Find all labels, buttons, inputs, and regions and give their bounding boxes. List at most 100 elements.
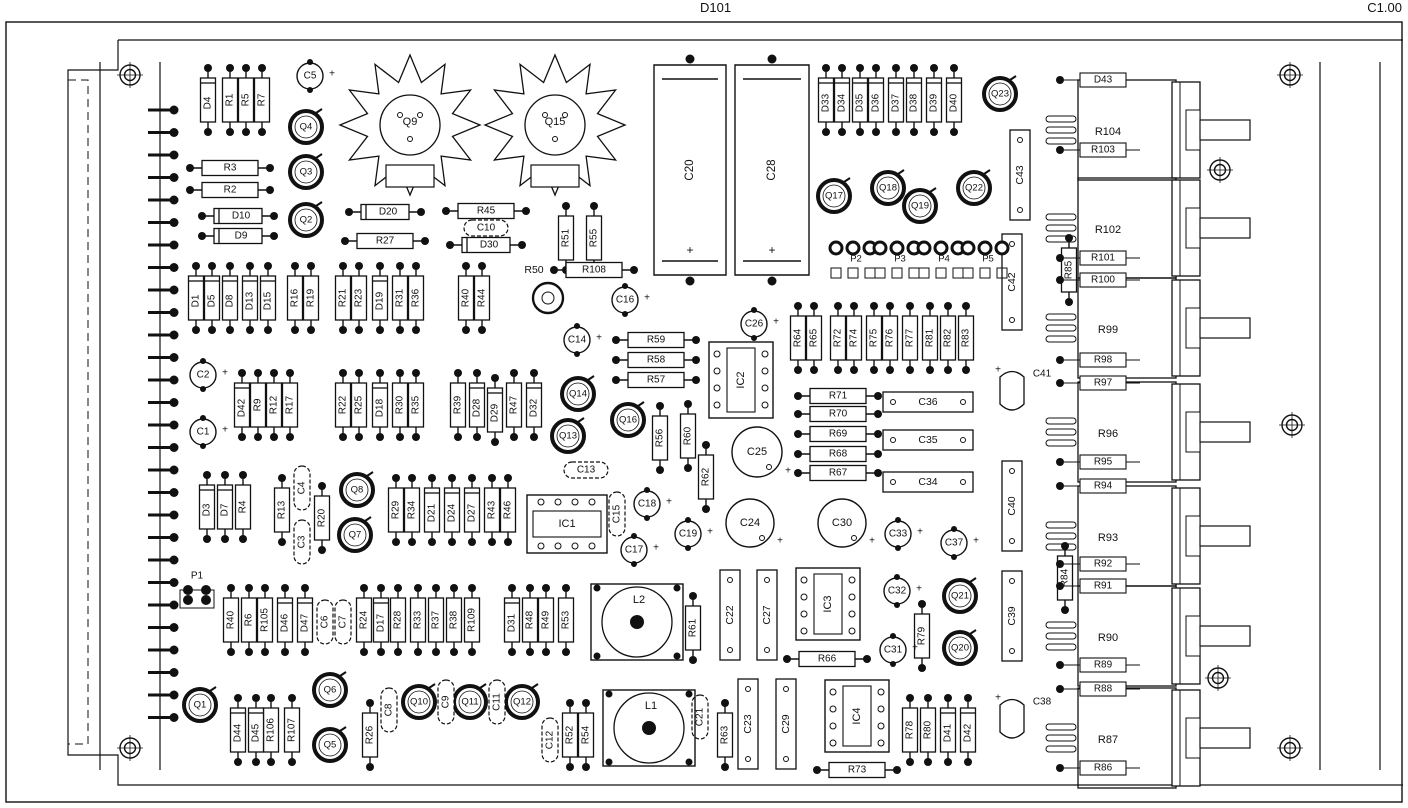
component-label: R7 xyxy=(257,93,268,106)
transistor: Q18 xyxy=(870,169,906,206)
component-label: D28 xyxy=(472,398,483,417)
connector-finger xyxy=(169,623,179,632)
component-label: C43 xyxy=(1014,165,1026,184)
component-label: Q3 xyxy=(300,167,313,178)
solder-pad xyxy=(238,433,246,441)
solder-pad xyxy=(526,648,534,656)
component-label: R65 xyxy=(809,328,820,347)
resistor: R53 xyxy=(557,584,575,656)
component-label: C12 xyxy=(545,730,556,749)
solder-pad xyxy=(355,262,363,270)
solder-pad xyxy=(1061,606,1069,614)
solder-pad xyxy=(192,326,200,334)
component-label: R12 xyxy=(269,395,280,414)
diode: D15 xyxy=(259,262,277,334)
solder-pad xyxy=(593,584,601,592)
solder-pad xyxy=(872,128,880,136)
solder-pad xyxy=(834,366,842,374)
diode: D8 xyxy=(221,262,239,334)
component-label: R20 xyxy=(317,508,328,527)
solder-pad xyxy=(254,369,262,377)
component-label: Q5 xyxy=(324,740,337,751)
solder-pad xyxy=(767,276,777,286)
solder-pad xyxy=(252,694,260,702)
component-label: IC3 xyxy=(822,595,834,612)
solder-pad xyxy=(1056,76,1064,84)
connector-finger xyxy=(169,668,179,677)
component-label: R37 xyxy=(431,610,442,629)
solder-pad xyxy=(562,584,570,592)
component-label: R63 xyxy=(720,725,731,744)
solder-pad xyxy=(924,694,932,702)
resistor: R60 xyxy=(679,400,697,472)
component-label: D29 xyxy=(490,403,501,422)
diode: D31 xyxy=(503,584,521,656)
component-label: R74 xyxy=(849,328,860,347)
component-label: C36 xyxy=(918,396,937,408)
component-label: Q12 xyxy=(513,697,531,708)
solder-pad xyxy=(692,356,700,364)
component-label: Q7 xyxy=(349,530,362,541)
solder-pad xyxy=(906,694,914,702)
solder-pad xyxy=(631,533,637,539)
capacitor: C15 xyxy=(608,491,626,537)
transistor: Q10 xyxy=(401,683,437,720)
component-label: Q22 xyxy=(965,183,983,194)
component-label: D33 xyxy=(821,93,832,112)
mounting-hole xyxy=(117,62,143,88)
component-label: R94 xyxy=(1094,481,1113,492)
solder-pad xyxy=(944,758,952,766)
component-label: C38 xyxy=(1033,697,1052,708)
solder-pad xyxy=(227,648,235,656)
component-label: R24 xyxy=(359,610,370,629)
polarity-mark: + xyxy=(773,317,779,328)
resistor: R16 xyxy=(286,262,304,334)
resistor: R77 xyxy=(901,302,919,374)
component-label: R77 xyxy=(905,328,916,347)
solder-pad xyxy=(307,87,313,93)
resistor: R108 xyxy=(550,261,638,279)
resistor: R19 xyxy=(302,262,320,334)
solder-pad xyxy=(685,690,693,698)
diode: D46 xyxy=(276,584,294,656)
solder-pad xyxy=(542,648,550,656)
component-label: R106 xyxy=(266,718,277,742)
resistor: R63 xyxy=(716,699,734,771)
solder-pad xyxy=(221,471,229,479)
solder-pad xyxy=(894,574,900,580)
component-label: R82 xyxy=(943,328,954,347)
resistor: R12 xyxy=(265,369,283,441)
component-label: C16 xyxy=(616,295,635,306)
solder-pad xyxy=(412,369,420,377)
solder-pad xyxy=(886,366,894,374)
solder-pad xyxy=(396,369,404,377)
solder-pad xyxy=(1056,379,1064,387)
solder-pad xyxy=(566,763,574,771)
capacitor: C31+ xyxy=(879,633,918,667)
capacitor: C5+ xyxy=(296,59,335,93)
capacitor: C36 xyxy=(882,391,974,413)
solder-pad xyxy=(341,237,349,245)
component-label: R97 xyxy=(1094,378,1113,389)
component-label: R17 xyxy=(285,395,296,414)
capacitor: C7 xyxy=(334,599,352,645)
resistor: R30 xyxy=(391,369,409,441)
resistor: R62 xyxy=(697,441,715,513)
transistor: Q20 xyxy=(942,629,978,666)
component-label: D34 xyxy=(837,93,848,112)
solder-pad xyxy=(685,545,691,551)
component-label: R16 xyxy=(290,288,301,307)
solder-pad xyxy=(339,369,347,377)
component-label: C27 xyxy=(761,605,773,624)
solder-pad xyxy=(376,326,384,334)
solder-pad xyxy=(448,474,456,482)
solder-pad xyxy=(261,648,269,656)
inductor: L1 xyxy=(602,689,696,767)
resistor: R73 xyxy=(813,761,901,779)
component-label: C21 xyxy=(695,707,706,726)
solder-pad xyxy=(702,505,710,513)
component-label: C26 xyxy=(745,319,764,330)
component-label: R51 xyxy=(561,228,572,247)
solder-pad xyxy=(267,694,275,702)
capacitor: C13 xyxy=(563,461,609,479)
